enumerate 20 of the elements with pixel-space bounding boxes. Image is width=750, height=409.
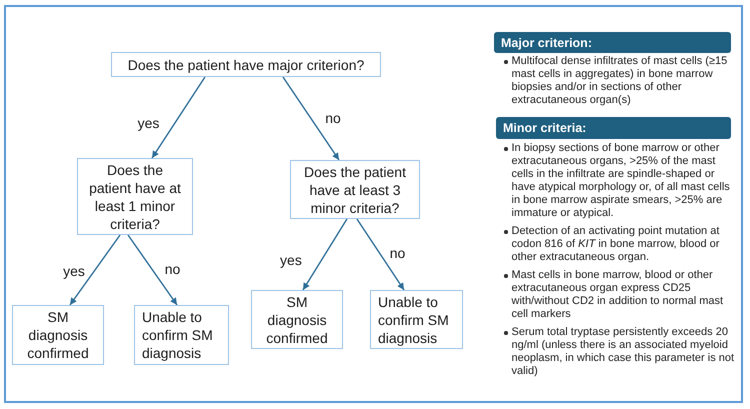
arrow [302,218,348,290]
arrow [69,234,121,306]
criterion-text: Serum total tryptase persistently exceeds 20 ng/ml (unless there is an associated myeloid neoplasm, in which case this parameter is not valid) [512,326,736,378]
criterion-text: In biopsy sections of bone marrow or other extracutaneous organs, >25% of the mast cells in the infiltrate are spindle-shaped or have atypical morphology or, of all mast cells in bone marrow aspirate smears, >25% are immature or atypical. [512,142,731,220]
result-box: Unable to confirm SM diagnosis [370,290,463,349]
question-box: Does the patient have at least 1 minor criteria? [77,158,193,235]
section-header: Minor criteria: [496,117,731,139]
criterion-text: Detection of an activating point mutation at codon 816 of KIT in bone marrow, blood or other extracutaneous organ. [512,225,720,264]
arrow [127,234,178,306]
section-header: Major criterion: [494,32,731,53]
question-box: Does the patient have at least 3 minor criteria? [290,160,420,219]
result-box: SM diagnosis confirmed [251,290,343,349]
result-box: SM diagnosis confirmed [12,305,104,365]
arrow [356,218,405,290]
result-box: Unable to confirm SM diagnosis [134,305,229,365]
criterion-text: Multifocal dense infiltrates of mast cells (≥15 mast cells in aggregates) in bone marrow biopsies and/or in sections of other extracutaneous organ(s) [512,55,728,107]
arrow [151,76,206,158]
criterion-text: Mast cells in bone marrow, blood or other extracutaneous organ express CD25 with/without CD2 in addition to normal mast cell markers [512,269,724,321]
arrow [282,76,340,160]
question-box: Does the patient have major criterion? [111,52,381,77]
